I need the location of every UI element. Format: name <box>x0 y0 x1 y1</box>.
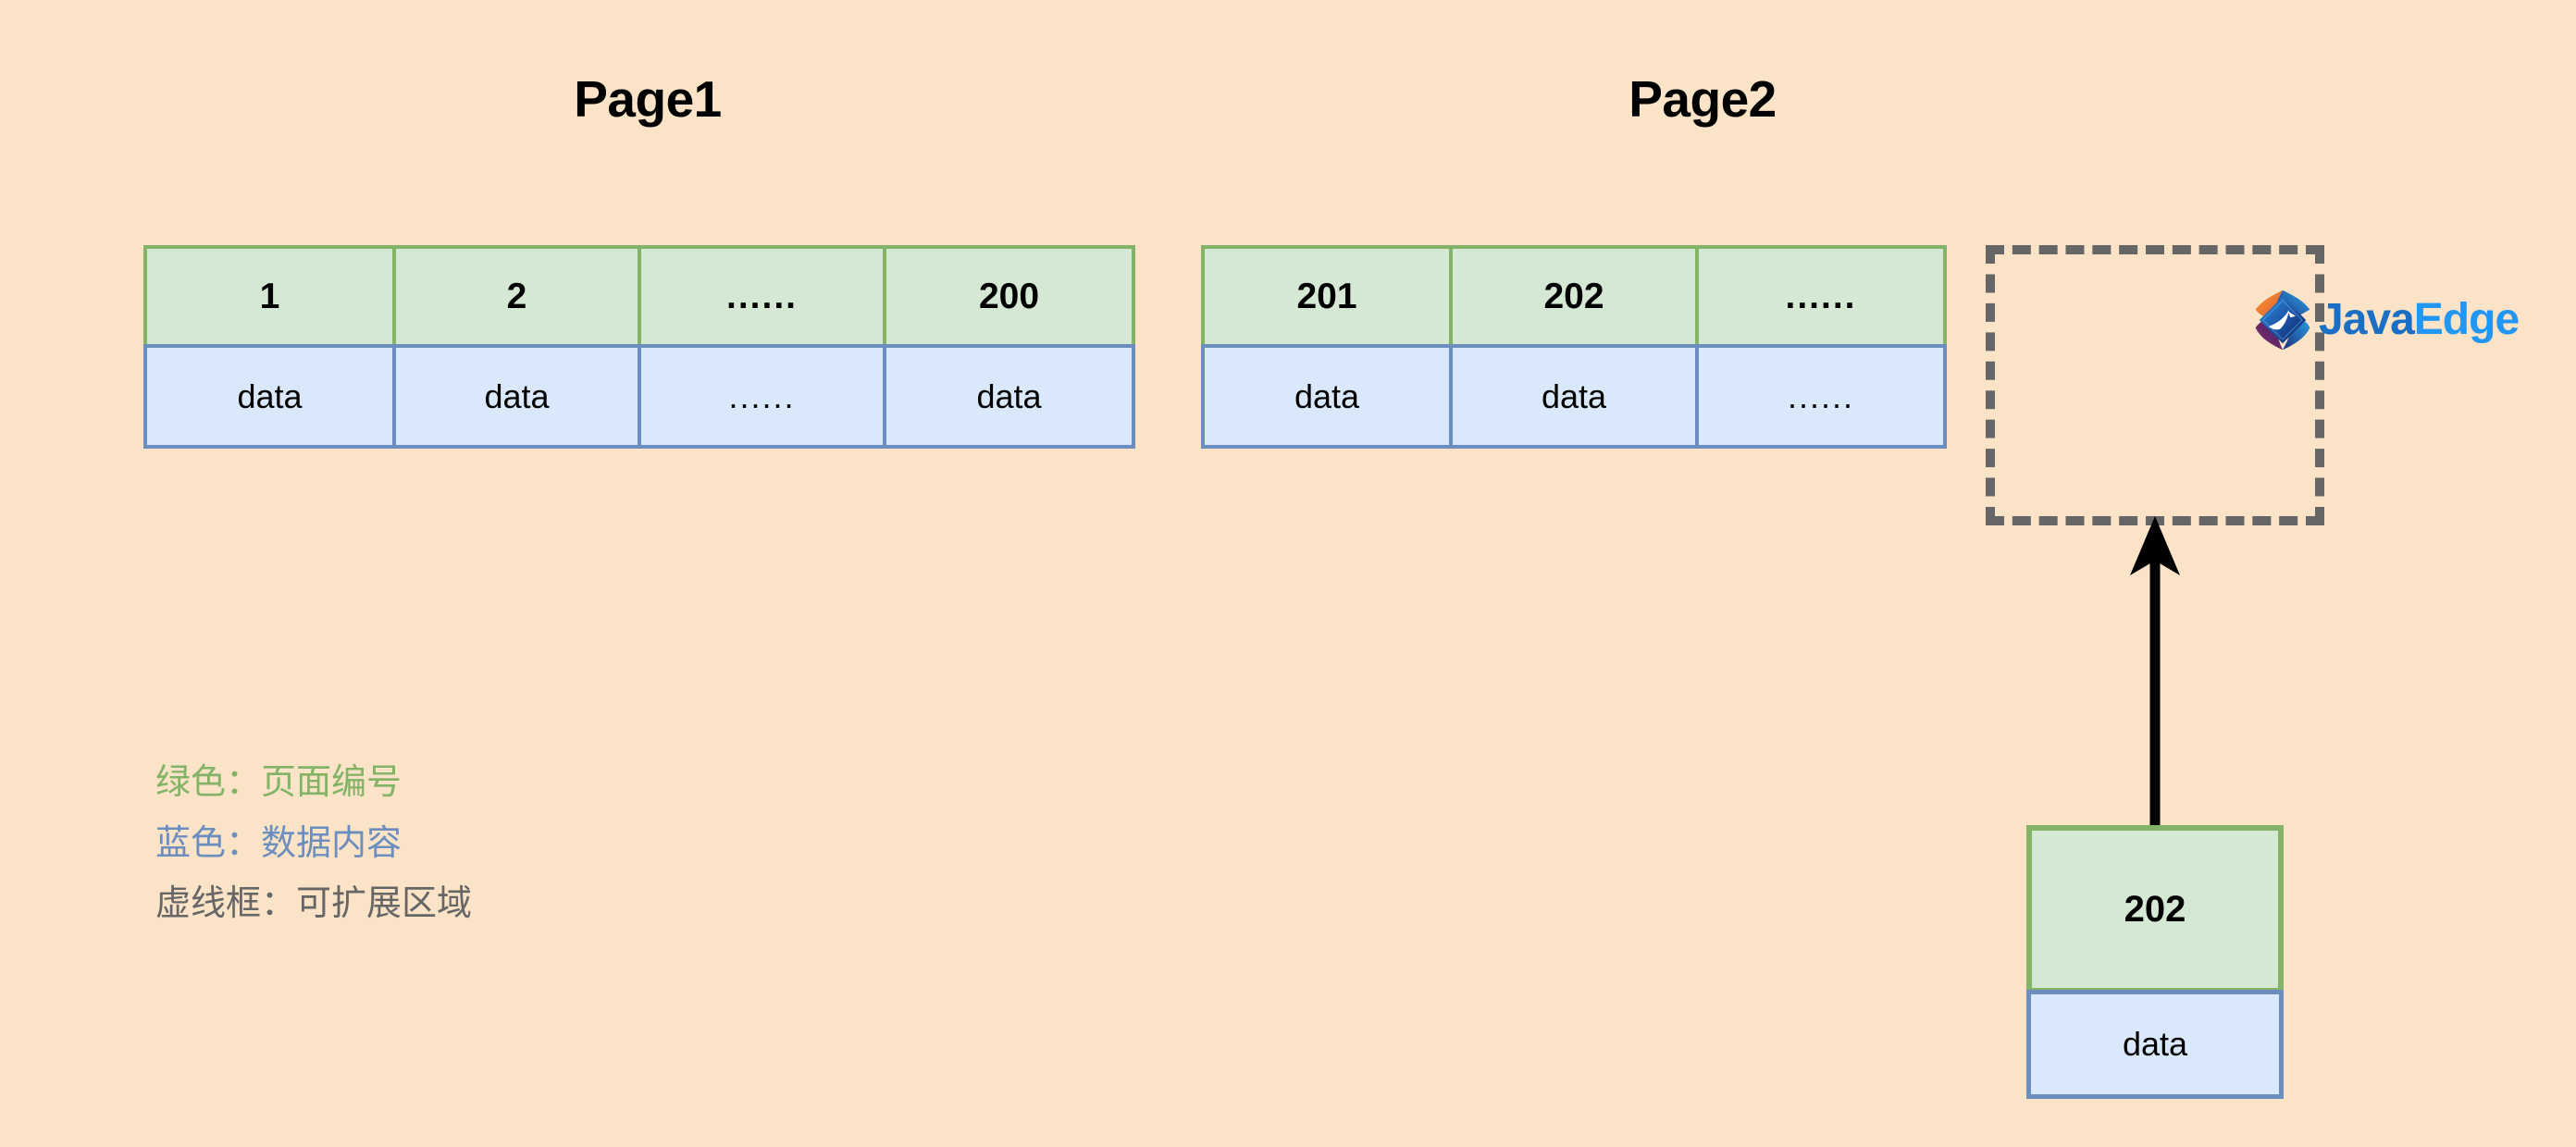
page2-id-cell-ellipsis: ...... <box>1695 245 1947 348</box>
page1-id-cell-1: 1 <box>143 245 396 348</box>
javaedge-wordmark: JavaEdge <box>2319 295 2520 344</box>
page2-table: 201 202 ...... data data ...... <box>1201 245 1947 449</box>
page1-id-cell-200: 200 <box>883 245 1135 348</box>
javaedge-diamond-logo-icon <box>2255 290 2310 351</box>
javaedge-watermark: JavaEdge <box>2250 285 2520 355</box>
page1-data-cell-1: data <box>143 344 396 449</box>
page2-title: Page2 <box>1629 70 1777 128</box>
inserted-record-block: 202 data <box>2026 825 2284 1099</box>
inserted-record-id: 202 <box>2026 825 2284 993</box>
page2-id-row: 201 202 ...... <box>1201 245 1947 348</box>
page2-data-cell-202: data <box>1449 344 1699 449</box>
page1-id-cell-ellipsis: ...... <box>638 245 886 348</box>
page2-id-cell-202: 202 <box>1449 245 1699 348</box>
page1-title: Page1 <box>574 70 722 128</box>
page1-data-row: data data ...... data <box>143 344 1135 449</box>
page1-data-cell-ellipsis: ...... <box>638 344 886 449</box>
insert-arrow-icon <box>2130 516 2180 833</box>
page1-id-row: 1 2 ...... 200 <box>143 245 1135 348</box>
page2-id-cell-201: 201 <box>1201 245 1453 348</box>
page2-data-cell-ellipsis: ...... <box>1695 344 1947 449</box>
legend: 绿色：页面编号 蓝色：数据内容 虚线框：可扩展区域 <box>155 760 472 926</box>
page1-data-cell-200: data <box>883 344 1135 449</box>
legend-item-green: 绿色：页面编号 <box>155 761 402 802</box>
page2-data-row: data data ...... <box>1201 344 1947 449</box>
page2-data-cell-201: data <box>1201 344 1453 449</box>
javaedge-word-java: Java <box>2319 295 2415 344</box>
page1-id-cell-2: 2 <box>392 245 641 348</box>
page1-table: 1 2 ...... 200 data data ...... data <box>143 245 1135 449</box>
inserted-record-data: data <box>2026 990 2284 1099</box>
legend-item-blue: 蓝色：数据内容 <box>155 821 402 863</box>
page1-data-cell-2: data <box>392 344 641 449</box>
javaedge-word-edge: Edge <box>2413 295 2520 344</box>
legend-item-dashed: 虚线框：可扩展区域 <box>155 882 473 923</box>
